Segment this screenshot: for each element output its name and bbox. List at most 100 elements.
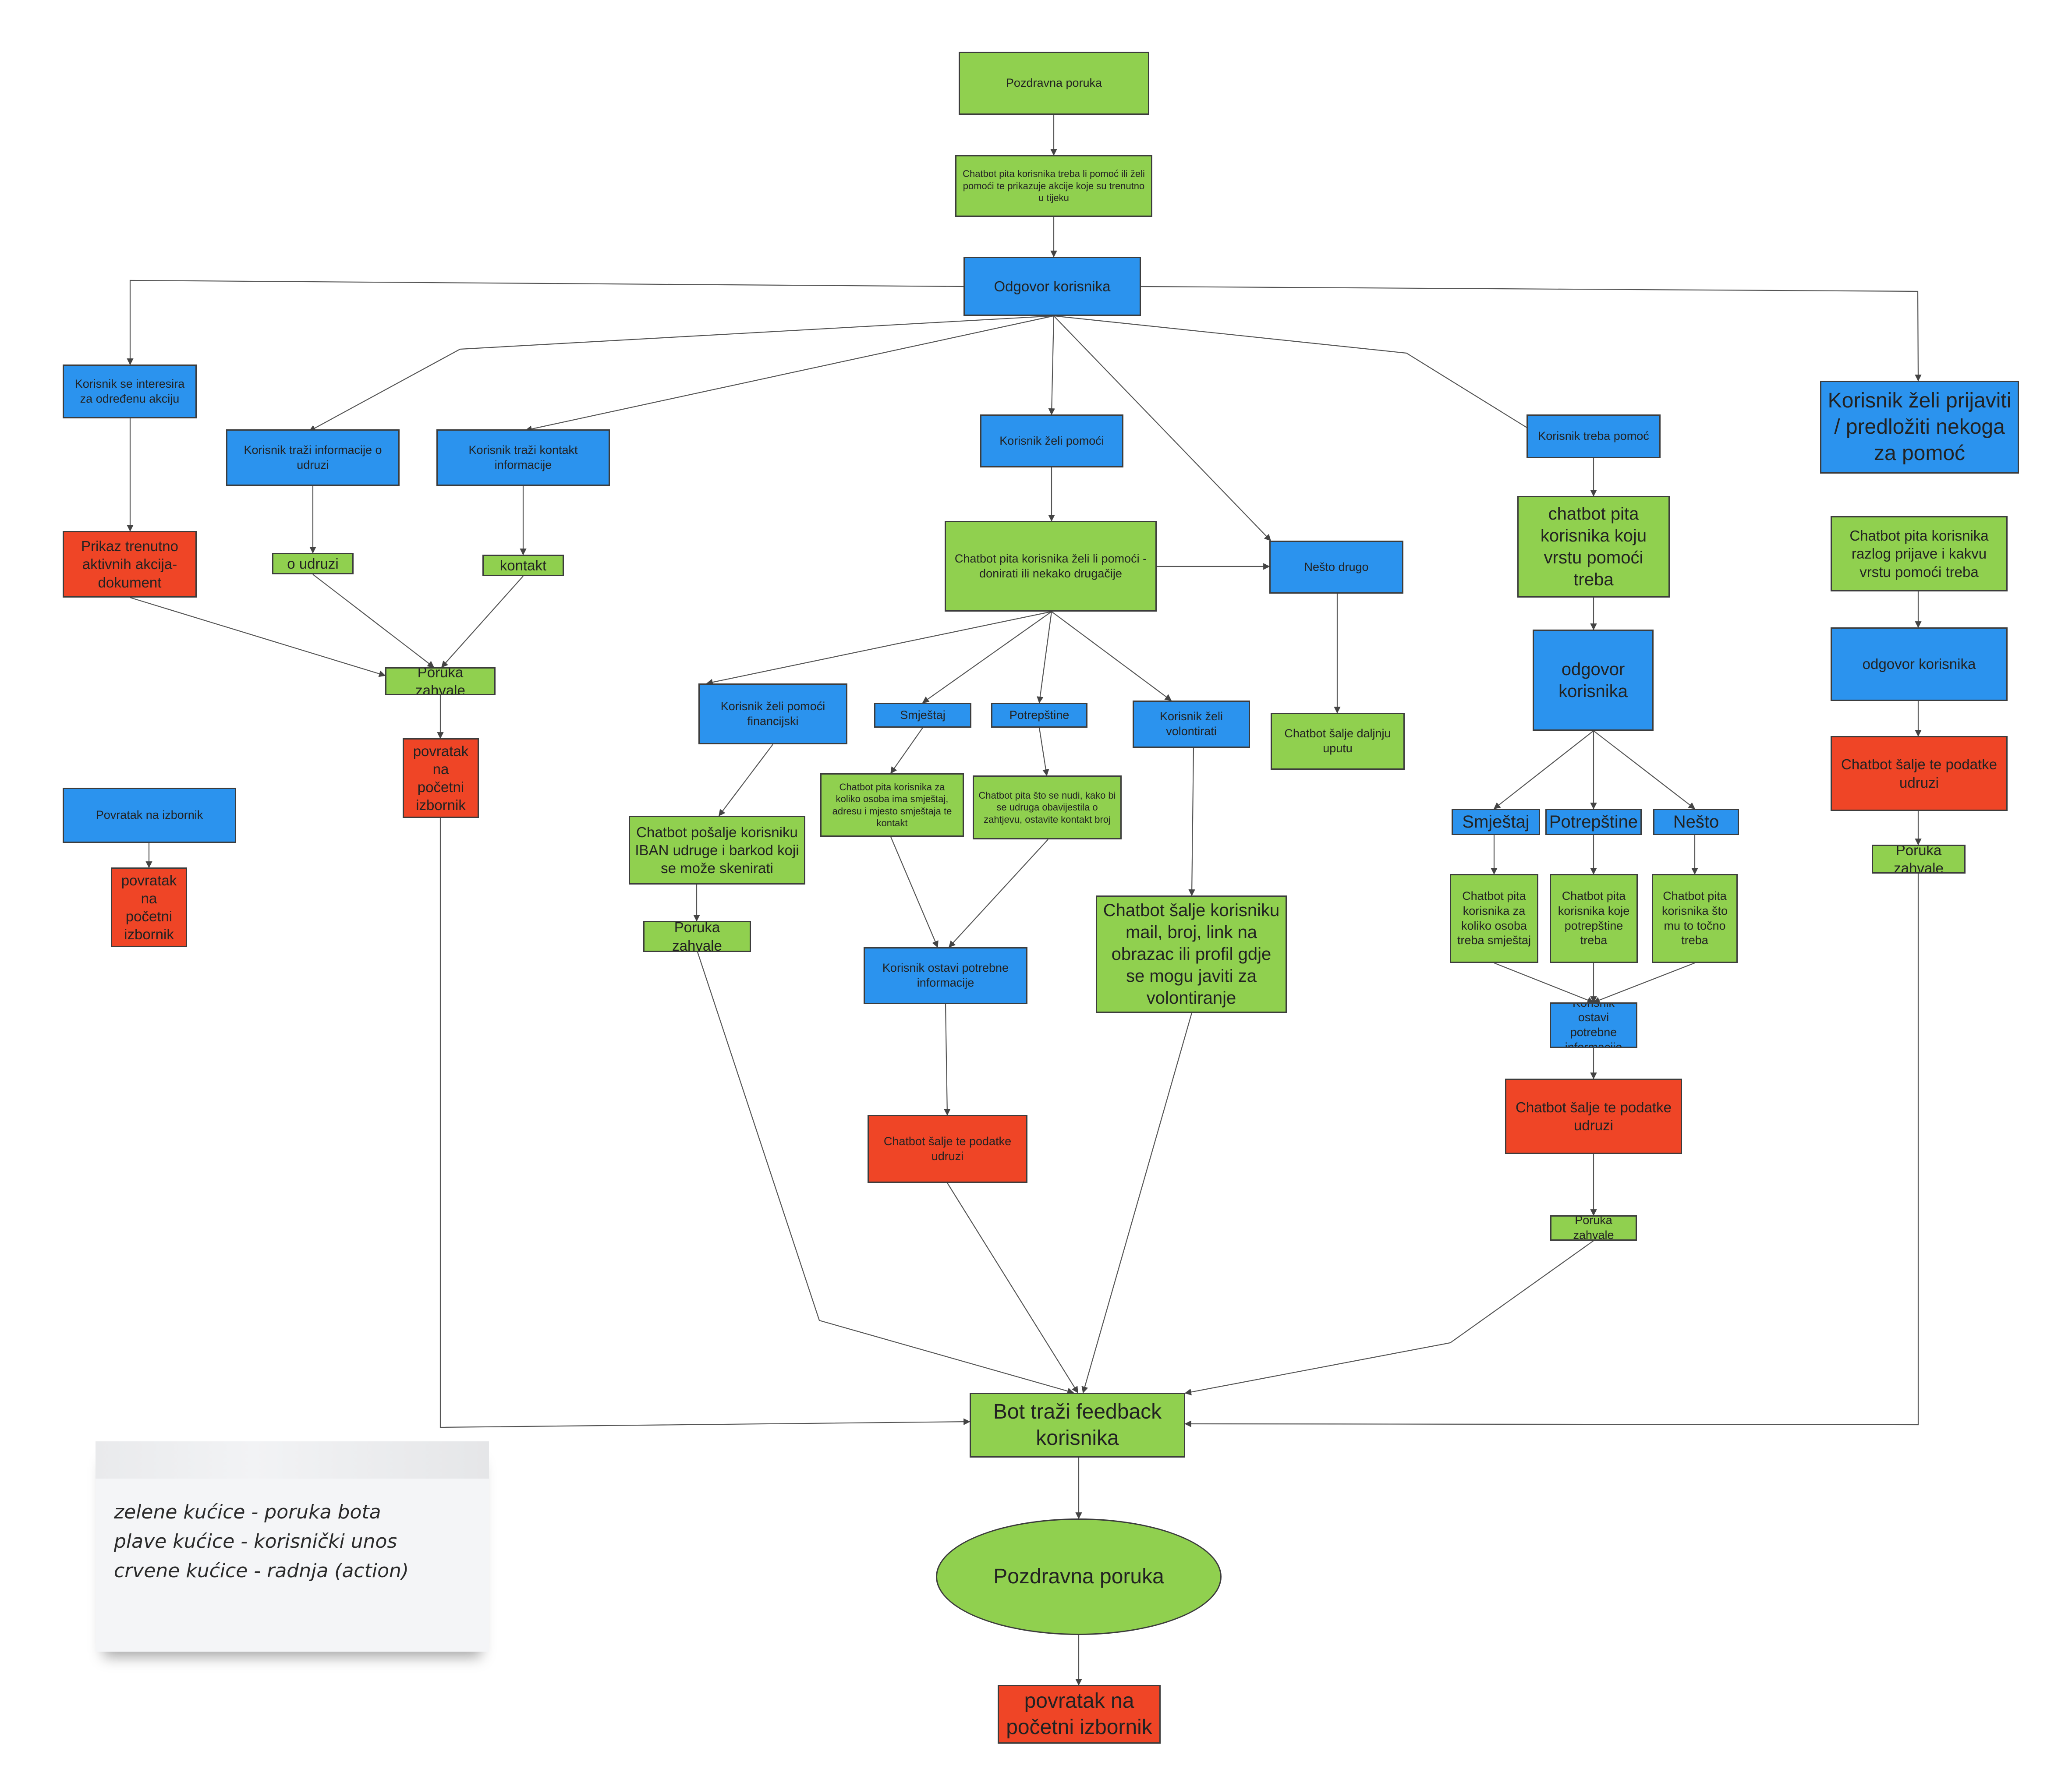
node-label: Chatbot šalje te podatke udruzi — [883, 1134, 1012, 1163]
edge — [719, 744, 773, 817]
return-left-node: povratak na početni izbornik — [403, 738, 479, 818]
node-label: Poruka zahvale — [415, 667, 465, 695]
node-label: Korisnik ostavi potrebne informacije — [1565, 1002, 1622, 1048]
edge — [1037, 611, 1052, 704]
node-label: chatbot pita korisnika koju vrstu pomoći… — [1540, 504, 1647, 589]
node-label: Korisnik se interesira za određenu akcij… — [74, 377, 185, 405]
node-label: povratak na početni izbornik — [413, 743, 469, 814]
financial-help-node: Korisnik želi pomoći financijski — [698, 683, 847, 744]
edge — [890, 836, 939, 948]
edge — [1038, 727, 1049, 776]
edge — [1593, 962, 1695, 1004]
thanks-right-node: Poruka zahvale — [1550, 1215, 1637, 1241]
node-label: Potrepštine — [1549, 812, 1638, 832]
legend-note: zelene kućice - poruka bota plave kućice… — [96, 1441, 489, 1652]
edge — [948, 839, 1048, 948]
edge — [1493, 730, 1594, 809]
node-label: povratak na početni izbornik — [1006, 1689, 1152, 1739]
edge — [706, 611, 1052, 686]
send-volunteer-node: Chatbot šalje korisniku mail, broj, link… — [1096, 895, 1287, 1013]
node-label: o udruzi — [287, 555, 339, 572]
something-else-node: Nešto drugo — [1269, 541, 1403, 594]
answer-far-node: odgovor korisnika — [1831, 627, 2008, 701]
leave-info-node: Korisnik ostavi potrebne informacije — [864, 947, 1027, 1004]
node-label: Povratak na izbornik — [96, 808, 203, 822]
accommodation-right-node: Smještaj — [1452, 809, 1540, 835]
edge — [525, 315, 1054, 432]
node-label: Korisnik želi pomoći — [999, 434, 1104, 447]
node-label: Bot traži feedback korisnika — [993, 1400, 1162, 1450]
ask-accommodation-node: Chatbot pita korisnika za koliko osoba i… — [820, 773, 964, 837]
something-right-node: Nešto — [1653, 809, 1739, 835]
about-association-node: o udruzi — [272, 553, 354, 574]
node-label: Prikaz trenutno aktivnih akcija-dokument — [81, 538, 178, 591]
needs-help-node: Korisnik treba pomoć — [1527, 414, 1661, 458]
node-label: Chatbot pita što se nudi, kako bi se udr… — [978, 789, 1116, 825]
show-actions-node: Prikaz trenutno aktivnih akcija-dokument — [63, 531, 197, 598]
node-label: Chatbot šalje te podatke udruzi — [1516, 1099, 1672, 1133]
user-answer-node: Odgovor korisnika — [963, 257, 1141, 316]
accommodation-node: Smještaj — [874, 703, 971, 728]
ask-donate-node: Chatbot pita korisnika želi li pomoći -d… — [945, 521, 1157, 612]
ask-exactly-node: Chatbot pita korisnika što mu to točno t… — [1652, 874, 1738, 963]
volunteer-node: Korisnik želi volontirati — [1133, 701, 1250, 748]
node-label: Nešto drugo — [1304, 560, 1369, 573]
edge — [439, 818, 970, 1428]
ask-help-type-node: chatbot pita korisnika koju vrstu pomoći… — [1517, 496, 1670, 598]
node-label: Korisnik ostavi potrebne informacije — [882, 961, 1009, 989]
legend-red: crvene kućice - radnja (action) — [114, 1560, 409, 1582]
node-label: Chatbot pita korisnika za koliko osoba t… — [1457, 889, 1531, 947]
node-label: Chatbot pita korisnika treba li pomoć il… — [963, 168, 1145, 204]
supplies-node: Potrepštine — [991, 703, 1087, 728]
edge — [1593, 730, 1696, 809]
node-label: Korisnik traži informacije o udruzi — [244, 443, 382, 471]
send-iban-node: Chatbot pošalje korisniku IBAN udruge i … — [629, 816, 805, 885]
edge — [1053, 315, 1272, 541]
node-label: Poruka zahvale — [1894, 845, 1944, 874]
edge — [1081, 1012, 1193, 1394]
legend-green: zelene kućice - poruka bota — [114, 1501, 381, 1523]
node-label: Chatbot pita korisnika želi li pomoći -d… — [954, 552, 1147, 580]
edge — [1051, 611, 1172, 701]
ask-persons-node: Chatbot pita korisnika za koliko osoba t… — [1450, 874, 1538, 963]
edge — [441, 576, 524, 668]
legend-blue: plave kućice - korisnički unos — [114, 1530, 397, 1553]
legend-band — [96, 1441, 489, 1479]
edge — [1184, 1240, 1594, 1395]
supplies-right-node: Potrepštine — [1545, 809, 1642, 835]
node-label: Pozdravna poruka — [1006, 76, 1102, 90]
node-label: Nešto — [1673, 812, 1719, 832]
node-label: Chatbot pošalje korisniku IBAN udruge i … — [635, 824, 799, 877]
leave-info-right-node: Korisnik ostavi potrebne informacije — [1550, 1002, 1637, 1048]
node-label: Chatbot šalje korisniku mail, broj, link… — [1103, 901, 1280, 1008]
node-label: Poruka zahvale — [672, 921, 722, 952]
edge — [890, 727, 923, 774]
node-label: Chatbot pita korisnika razlog prijave i … — [1849, 527, 1989, 580]
node-label: odgovor korisnika — [1862, 656, 1976, 672]
edge — [312, 574, 435, 668]
contact-info-node: Korisnik traži kontakt informacije — [436, 429, 610, 486]
edge — [1188, 747, 1195, 896]
feedback-node: Bot traži feedback korisnika — [970, 1393, 1185, 1458]
node-label: Korisnik želi prijaviti / predložiti nek… — [1828, 389, 2012, 465]
edge — [697, 952, 1074, 1394]
edge — [1494, 962, 1594, 1004]
node-label: Poruka zahvale — [1573, 1215, 1614, 1241]
edge — [130, 597, 386, 677]
send-data-far-node: Chatbot šalje te podatke udruzi — [1831, 736, 2008, 811]
send-instructions-node: Chatbot šalje daljnju uputu — [1271, 713, 1405, 770]
report-person-node: Korisnik želi prijaviti / predložiti nek… — [1820, 381, 2019, 474]
info-association-node: Korisnik traži informacije o udruzi — [226, 429, 400, 486]
node-label: Odgovor korisnika — [994, 278, 1111, 294]
node-label: Smještaj — [1462, 812, 1530, 832]
node-label: Potrepštine — [1009, 708, 1070, 722]
node-label: Chatbot pita korisnika što mu to točno t… — [1661, 889, 1728, 947]
edge — [308, 315, 1054, 432]
wants-help-node: Korisnik želi pomoći — [980, 414, 1123, 467]
edge — [1140, 286, 1922, 382]
edge — [127, 280, 964, 365]
edge — [947, 1182, 1078, 1394]
ask-supplies-node: Chatbot pita što se nudi, kako bi se udr… — [973, 775, 1122, 839]
